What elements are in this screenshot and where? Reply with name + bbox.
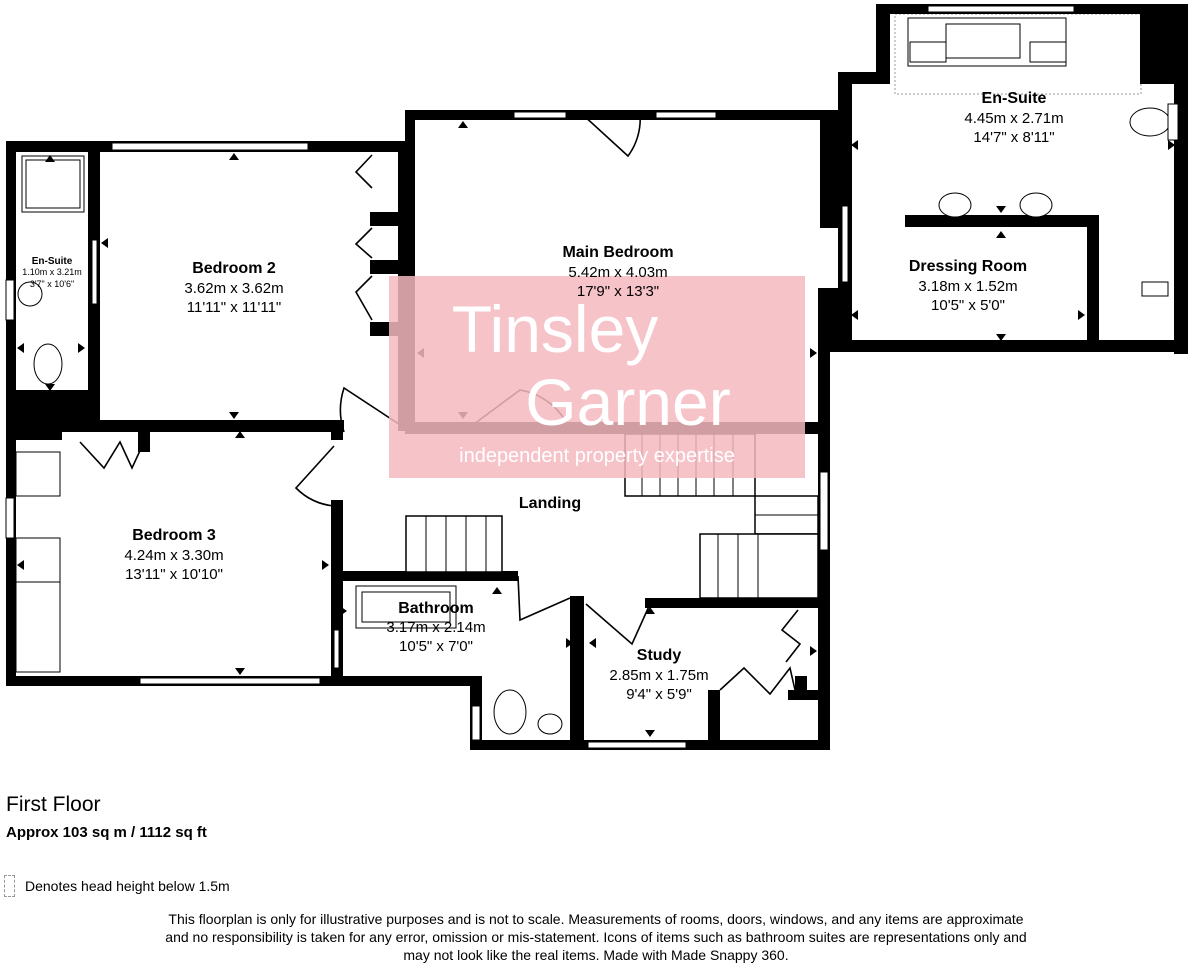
main-bedroom-name: Main Bedroom <box>562 244 673 261</box>
disclaimer: This floorplan is only for illustrative … <box>140 910 1052 964</box>
dressing-room-metric: 3.18m x 1.52m <box>918 278 1017 295</box>
watermark-line1: Tinsley <box>452 292 659 366</box>
dressing-room-name: Dressing Room <box>909 258 1027 275</box>
main-bedroom-imperial: 17'9" x 13'3" <box>577 283 659 300</box>
bathroom-metric: 3.17m x 2.14m <box>386 619 485 636</box>
landing-name: Landing <box>519 495 581 512</box>
en-suite-main-metric: 4.45m x 2.71m <box>964 110 1063 127</box>
floor-plan: Tinsley Garner independent property expe… <box>5 4 1188 750</box>
bathroom-imperial: 10'5" x 7'0" <box>399 638 473 655</box>
floor-title: First Floor <box>6 793 101 816</box>
en-suite-main-name: En-Suite <box>982 90 1047 107</box>
dressing-room-imperial: 10'5" x 5'0" <box>931 297 1005 314</box>
floor-area: Approx 103 sq m / 1112 sq ft <box>6 824 207 841</box>
legend: Denotes head height below 1.5m <box>4 875 230 897</box>
en-suite-small-imperial: 3'7" x 10'6" <box>30 279 74 289</box>
doors <box>79 113 802 696</box>
watermark-tagline: independent property expertise <box>459 445 735 467</box>
study-imperial: 9'4" x 5'9" <box>626 686 692 703</box>
bedroom2-imperial: 11'11" x 11'11" <box>187 299 282 316</box>
en-suite-small-metric: 1.10m x 3.21m <box>22 267 82 277</box>
study-metric: 2.85m x 1.75m <box>609 667 708 684</box>
study-name: Study <box>637 647 682 664</box>
en-suite-small-name: En-Suite <box>32 256 73 267</box>
fixtures <box>15 17 1179 735</box>
bedroom3-name: Bedroom 3 <box>132 527 216 544</box>
en-suite-main-imperial: 14'7" x 8'11" <box>973 129 1054 146</box>
bedroom3-metric: 4.24m x 3.30m <box>124 547 223 564</box>
bedroom3-imperial: 13'11" x 10'10" <box>125 566 223 583</box>
disclaimer-line1: This floorplan is only for illustrative … <box>168 911 1024 927</box>
bedroom2-name: Bedroom 2 <box>192 260 276 277</box>
windows <box>5 5 1075 749</box>
watermark-line2: Garner <box>525 365 730 439</box>
bedroom2-metric: 3.62m x 3.62m <box>184 280 283 297</box>
main-bedroom-metric: 5.42m x 4.03m <box>568 264 667 281</box>
disclaimer-line2: and no responsibility is taken for any e… <box>165 929 1027 945</box>
watermark: Tinsley Garner independent property expe… <box>389 276 805 478</box>
head-height-legend-swatch <box>4 875 15 897</box>
disclaimer-line3: may not look like the real items. Made w… <box>403 947 789 963</box>
bathroom-name: Bathroom <box>398 600 474 617</box>
legend-text: Denotes head height below 1.5m <box>25 878 230 894</box>
room-labels: Main Bedroom 5.42m x 4.03m 17'9" x 13'3"… <box>22 90 1063 703</box>
